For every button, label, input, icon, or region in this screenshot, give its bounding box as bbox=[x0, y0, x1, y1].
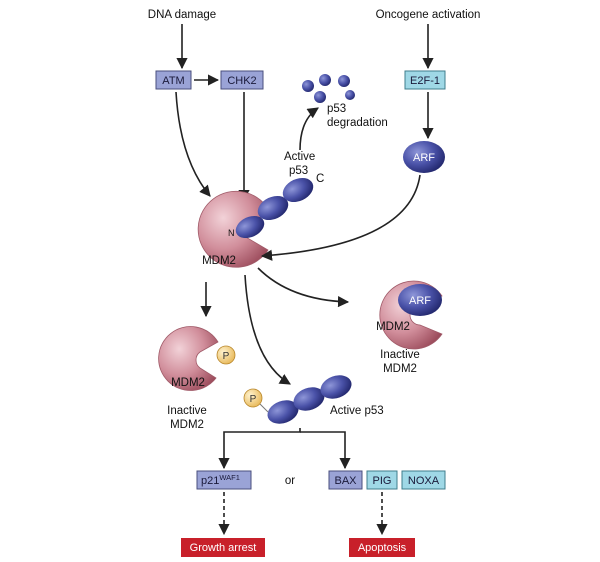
bax-box: BAX bbox=[328, 470, 363, 490]
atm-label: ATM bbox=[162, 75, 184, 87]
mdm2-main-label: MDM2 bbox=[202, 255, 236, 267]
dna-damage-label: DNA damage bbox=[148, 9, 216, 21]
inactive-mdm2-right-2: MDM2 bbox=[383, 363, 417, 375]
active-p53-free-label: Active p53 bbox=[330, 405, 384, 417]
mdm2-phosphorylated: MDM2 bbox=[158, 326, 219, 391]
inactive-mdm2-right-1: Inactive bbox=[380, 349, 420, 361]
arrow-mdm2-to-active-p53 bbox=[244, 274, 291, 385]
p53-chain-free bbox=[267, 375, 352, 424]
pig-label: PIG bbox=[373, 475, 392, 487]
phosphate-group-p53: P bbox=[243, 388, 263, 408]
p21-box: p21WAF1 bbox=[196, 470, 252, 490]
apoptosis-label: Apoptosis bbox=[358, 542, 407, 554]
p21-label: p21WAF1 bbox=[201, 473, 240, 487]
mdm2-arf-complex: ARF MDM2 bbox=[376, 280, 443, 350]
active-p53-label-2: p53 bbox=[289, 165, 308, 177]
e2f1-label: E2F-1 bbox=[410, 75, 440, 87]
apoptosis-box: Apoptosis bbox=[349, 538, 415, 557]
arrow-atm-to-mdm2 bbox=[175, 91, 211, 197]
e2f1-box: E2F-1 bbox=[404, 70, 446, 90]
inactive-mdm2-left-1: Inactive bbox=[167, 405, 207, 417]
phospho-mdm2-label: P bbox=[223, 351, 230, 362]
arrow-p53-to-degradation bbox=[299, 107, 319, 151]
pig-box: PIG bbox=[366, 470, 398, 490]
bax-label: BAX bbox=[334, 475, 357, 487]
chk2-label: CHK2 bbox=[227, 75, 256, 87]
degradation-fragments bbox=[302, 74, 355, 103]
p53-chain-bound bbox=[235, 177, 314, 239]
arrow-p53-to-bax bbox=[300, 431, 351, 470]
atm-box: ATM bbox=[155, 70, 192, 90]
growth-arrest-label: Growth arrest bbox=[190, 542, 257, 554]
p53-degradation-label-2: degradation bbox=[327, 117, 388, 129]
arrow-p53-to-p21 bbox=[218, 428, 301, 470]
mdm2-phospho-label: MDM2 bbox=[171, 377, 205, 389]
arrow-mdm2-to-arf-complex bbox=[257, 267, 350, 308]
phosphate-group-mdm2: P bbox=[216, 345, 236, 365]
bound-arf-label: ARF bbox=[409, 295, 431, 307]
noxa-box: NOXA bbox=[401, 470, 446, 490]
c-terminus-label: C bbox=[316, 173, 324, 185]
arrow-arf-to-mdm2 bbox=[260, 174, 421, 261]
mdm2-arf-label: MDM2 bbox=[376, 321, 410, 333]
growth-arrest-box: Growth arrest bbox=[181, 538, 265, 557]
noxa-label: NOXA bbox=[408, 475, 440, 487]
n-terminus-label: N bbox=[228, 228, 235, 238]
phospho-linker bbox=[259, 403, 269, 413]
chk2-box: CHK2 bbox=[220, 70, 264, 90]
or-label: or bbox=[285, 475, 295, 487]
arf-label: ARF bbox=[413, 152, 435, 164]
p53-degradation-label-1: p53 bbox=[327, 103, 346, 115]
active-p53-label-1: Active bbox=[284, 151, 315, 163]
oncogene-activation-label: Oncogene activation bbox=[376, 9, 481, 21]
arf-protein: ARF bbox=[403, 141, 445, 173]
inactive-mdm2-left-2: MDM2 bbox=[170, 419, 204, 431]
phospho-p53-label: P bbox=[250, 394, 257, 405]
